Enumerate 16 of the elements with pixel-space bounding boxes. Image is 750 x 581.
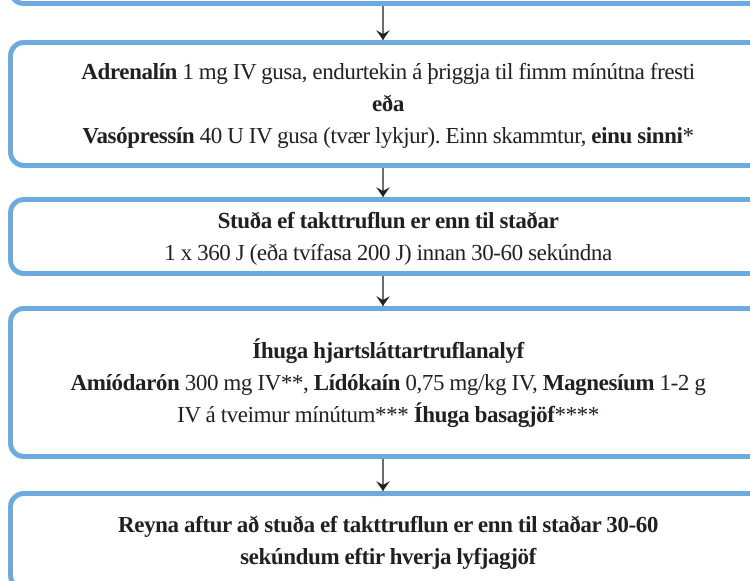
arrow: [376, 276, 390, 306]
box-text: Stuða ef takttruflun er enn til staðar: [218, 206, 558, 234]
box-text: Íhuga hjartsláttartruflanalyf: [252, 336, 524, 366]
process-box: [8, 491, 750, 581]
process-box: [8, 306, 750, 459]
box-text: eða: [372, 90, 404, 118]
box-text: 1 x 360 J (eða tvífasa 200 J) innan 30-60 sekúndna: [164, 238, 612, 267]
process-box: [8, 197, 750, 276]
box-text: Amíódarón 300 mg IV**, Lídókaín 0,75 mg/kg IV, Magnesíum 1-2 g IV á tveimur mínútum*** Íhuga basagjöf****: [70, 368, 706, 430]
box-text: Reyna aftur að stuða ef takttruflun er enn til staðar 30-60 sekúndum eftir hverja lyfjagjöf: [118, 511, 658, 572]
arrow: [376, 459, 390, 491]
box-text: Vasópressín 40 U IV gusa (tvær lykjur). Einn skammtur, einu sinni*: [82, 122, 694, 150]
arrow: [376, 168, 390, 197]
box-text: Adrenalín 1 mg IV gusa, endurtekin á þriggja til fimm mínútna fresti: [81, 58, 695, 86]
arrow: [376, 6, 390, 40]
process-box: [8, 40, 750, 168]
